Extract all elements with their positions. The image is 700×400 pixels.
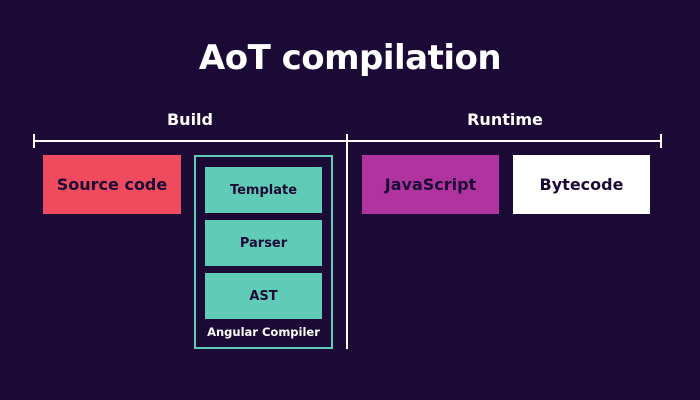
compiler-step-label: Template: [229, 182, 298, 198]
compiler-step-label: Parser: [239, 235, 288, 251]
angular-compiler-frame: [194, 155, 333, 349]
compiler-step-parser: Parser: [205, 220, 322, 266]
angular-compiler-label: Angular Compiler: [207, 325, 320, 339]
phase-divider: [346, 134, 348, 349]
timeline-start-tick: [33, 134, 35, 148]
source-code-label: Source code: [56, 175, 168, 194]
javascript-box: JavaScript: [362, 155, 499, 214]
bytecode-label: Bytecode: [539, 175, 624, 194]
phase-label-runtime: Runtime: [467, 110, 543, 129]
compiler-step-label: AST: [249, 288, 278, 304]
timeline-end-tick: [660, 134, 662, 148]
compiler-step-ast: AST: [205, 273, 322, 319]
compiler-step-template: Template: [205, 167, 322, 213]
bytecode-box: Bytecode: [513, 155, 650, 214]
phase-label-build: Build: [166, 110, 213, 129]
source-code-box: Source code: [43, 155, 181, 214]
javascript-label: JavaScript: [384, 175, 477, 194]
diagram-title: AoT compilation: [198, 38, 502, 78]
